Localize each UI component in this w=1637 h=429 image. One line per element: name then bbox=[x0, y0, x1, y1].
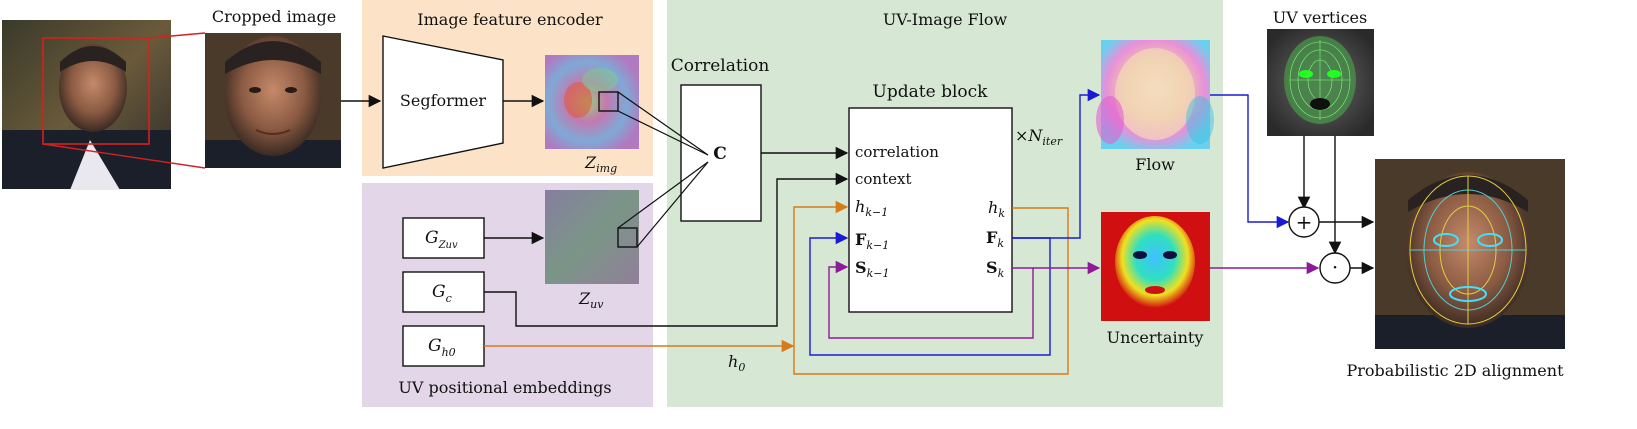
update-block-title: Update block bbox=[873, 82, 989, 102]
z-uv-label: Zuv bbox=[578, 289, 604, 311]
crop-line-bottom bbox=[42, 143, 206, 169]
s-next-label: Sk bbox=[986, 258, 1005, 280]
g-h0-label: Gh0 bbox=[428, 336, 456, 359]
s-prev-label: Sk−1 bbox=[855, 258, 889, 280]
uv-vertices-image bbox=[1267, 29, 1374, 136]
arrow-flow-to-plus bbox=[1210, 94, 1290, 229]
in-correlation-label: correlation bbox=[855, 143, 939, 161]
z-img-patch bbox=[598, 91, 619, 112]
in-context-label: context bbox=[855, 170, 911, 188]
arrow-update-to-flow bbox=[1012, 88, 1101, 239]
output-alignment-image bbox=[1375, 159, 1565, 349]
g-zuv-box bbox=[402, 217, 485, 259]
output-label: Probabilistic 2D alignment bbox=[1346, 361, 1564, 380]
source-photo bbox=[2, 20, 171, 190]
z-img-feature-map bbox=[545, 55, 639, 149]
segformer-block bbox=[382, 35, 504, 169]
hidden-state-loop bbox=[793, 200, 1069, 375]
crop-line-top bbox=[148, 32, 206, 39]
h-prev-label: hk−1 bbox=[855, 197, 888, 219]
flow-title: UV-Image Flow bbox=[883, 10, 1008, 29]
z-uv-feature-map bbox=[545, 190, 639, 284]
arrow-gc-to-context bbox=[484, 172, 849, 327]
dot-symbol: · bbox=[1332, 255, 1338, 279]
g-h0-box bbox=[402, 325, 485, 367]
segformer-label: Segformer bbox=[400, 91, 487, 110]
correlation-box bbox=[680, 84, 762, 222]
uv-vertices-title: UV vertices bbox=[1273, 8, 1367, 27]
embeddings-title: UV positional embeddings bbox=[398, 378, 611, 397]
uncertainty-label: Uncertainty bbox=[1107, 328, 1204, 347]
z-uv-patch bbox=[617, 227, 638, 248]
f-next-label: Fk bbox=[986, 228, 1004, 250]
flow-image bbox=[1096, 40, 1214, 149]
patch-line-1 bbox=[617, 91, 709, 156]
h0-label: h0 bbox=[728, 352, 745, 374]
crop-box bbox=[42, 37, 150, 145]
patch-line-3 bbox=[617, 161, 709, 229]
flow-label: Flow bbox=[1135, 155, 1175, 174]
patch-line-2 bbox=[617, 110, 709, 156]
correlation-symbol: C bbox=[713, 144, 727, 164]
z-img-label: Zimg bbox=[584, 153, 617, 175]
correlation-title: Correlation bbox=[671, 56, 770, 76]
g-c-label: Gc bbox=[432, 282, 452, 305]
cropped-image-title: Cropped image bbox=[212, 7, 336, 26]
iter-label: ×Niter bbox=[1015, 126, 1063, 148]
h-next-label: hk bbox=[988, 198, 1005, 220]
update-block bbox=[848, 107, 1013, 313]
plus-symbol: + bbox=[1296, 210, 1313, 234]
uncertainty-state-loop bbox=[828, 260, 1034, 339]
patch-line-4 bbox=[636, 161, 709, 248]
g-c-box bbox=[402, 271, 485, 313]
cropped-image bbox=[205, 33, 341, 168]
f-prev-label: Fk−1 bbox=[855, 230, 889, 252]
g-zuv-label: GZuv bbox=[425, 228, 458, 251]
encoder-title: Image feature encoder bbox=[417, 10, 603, 29]
uncertainty-image bbox=[1101, 212, 1210, 321]
